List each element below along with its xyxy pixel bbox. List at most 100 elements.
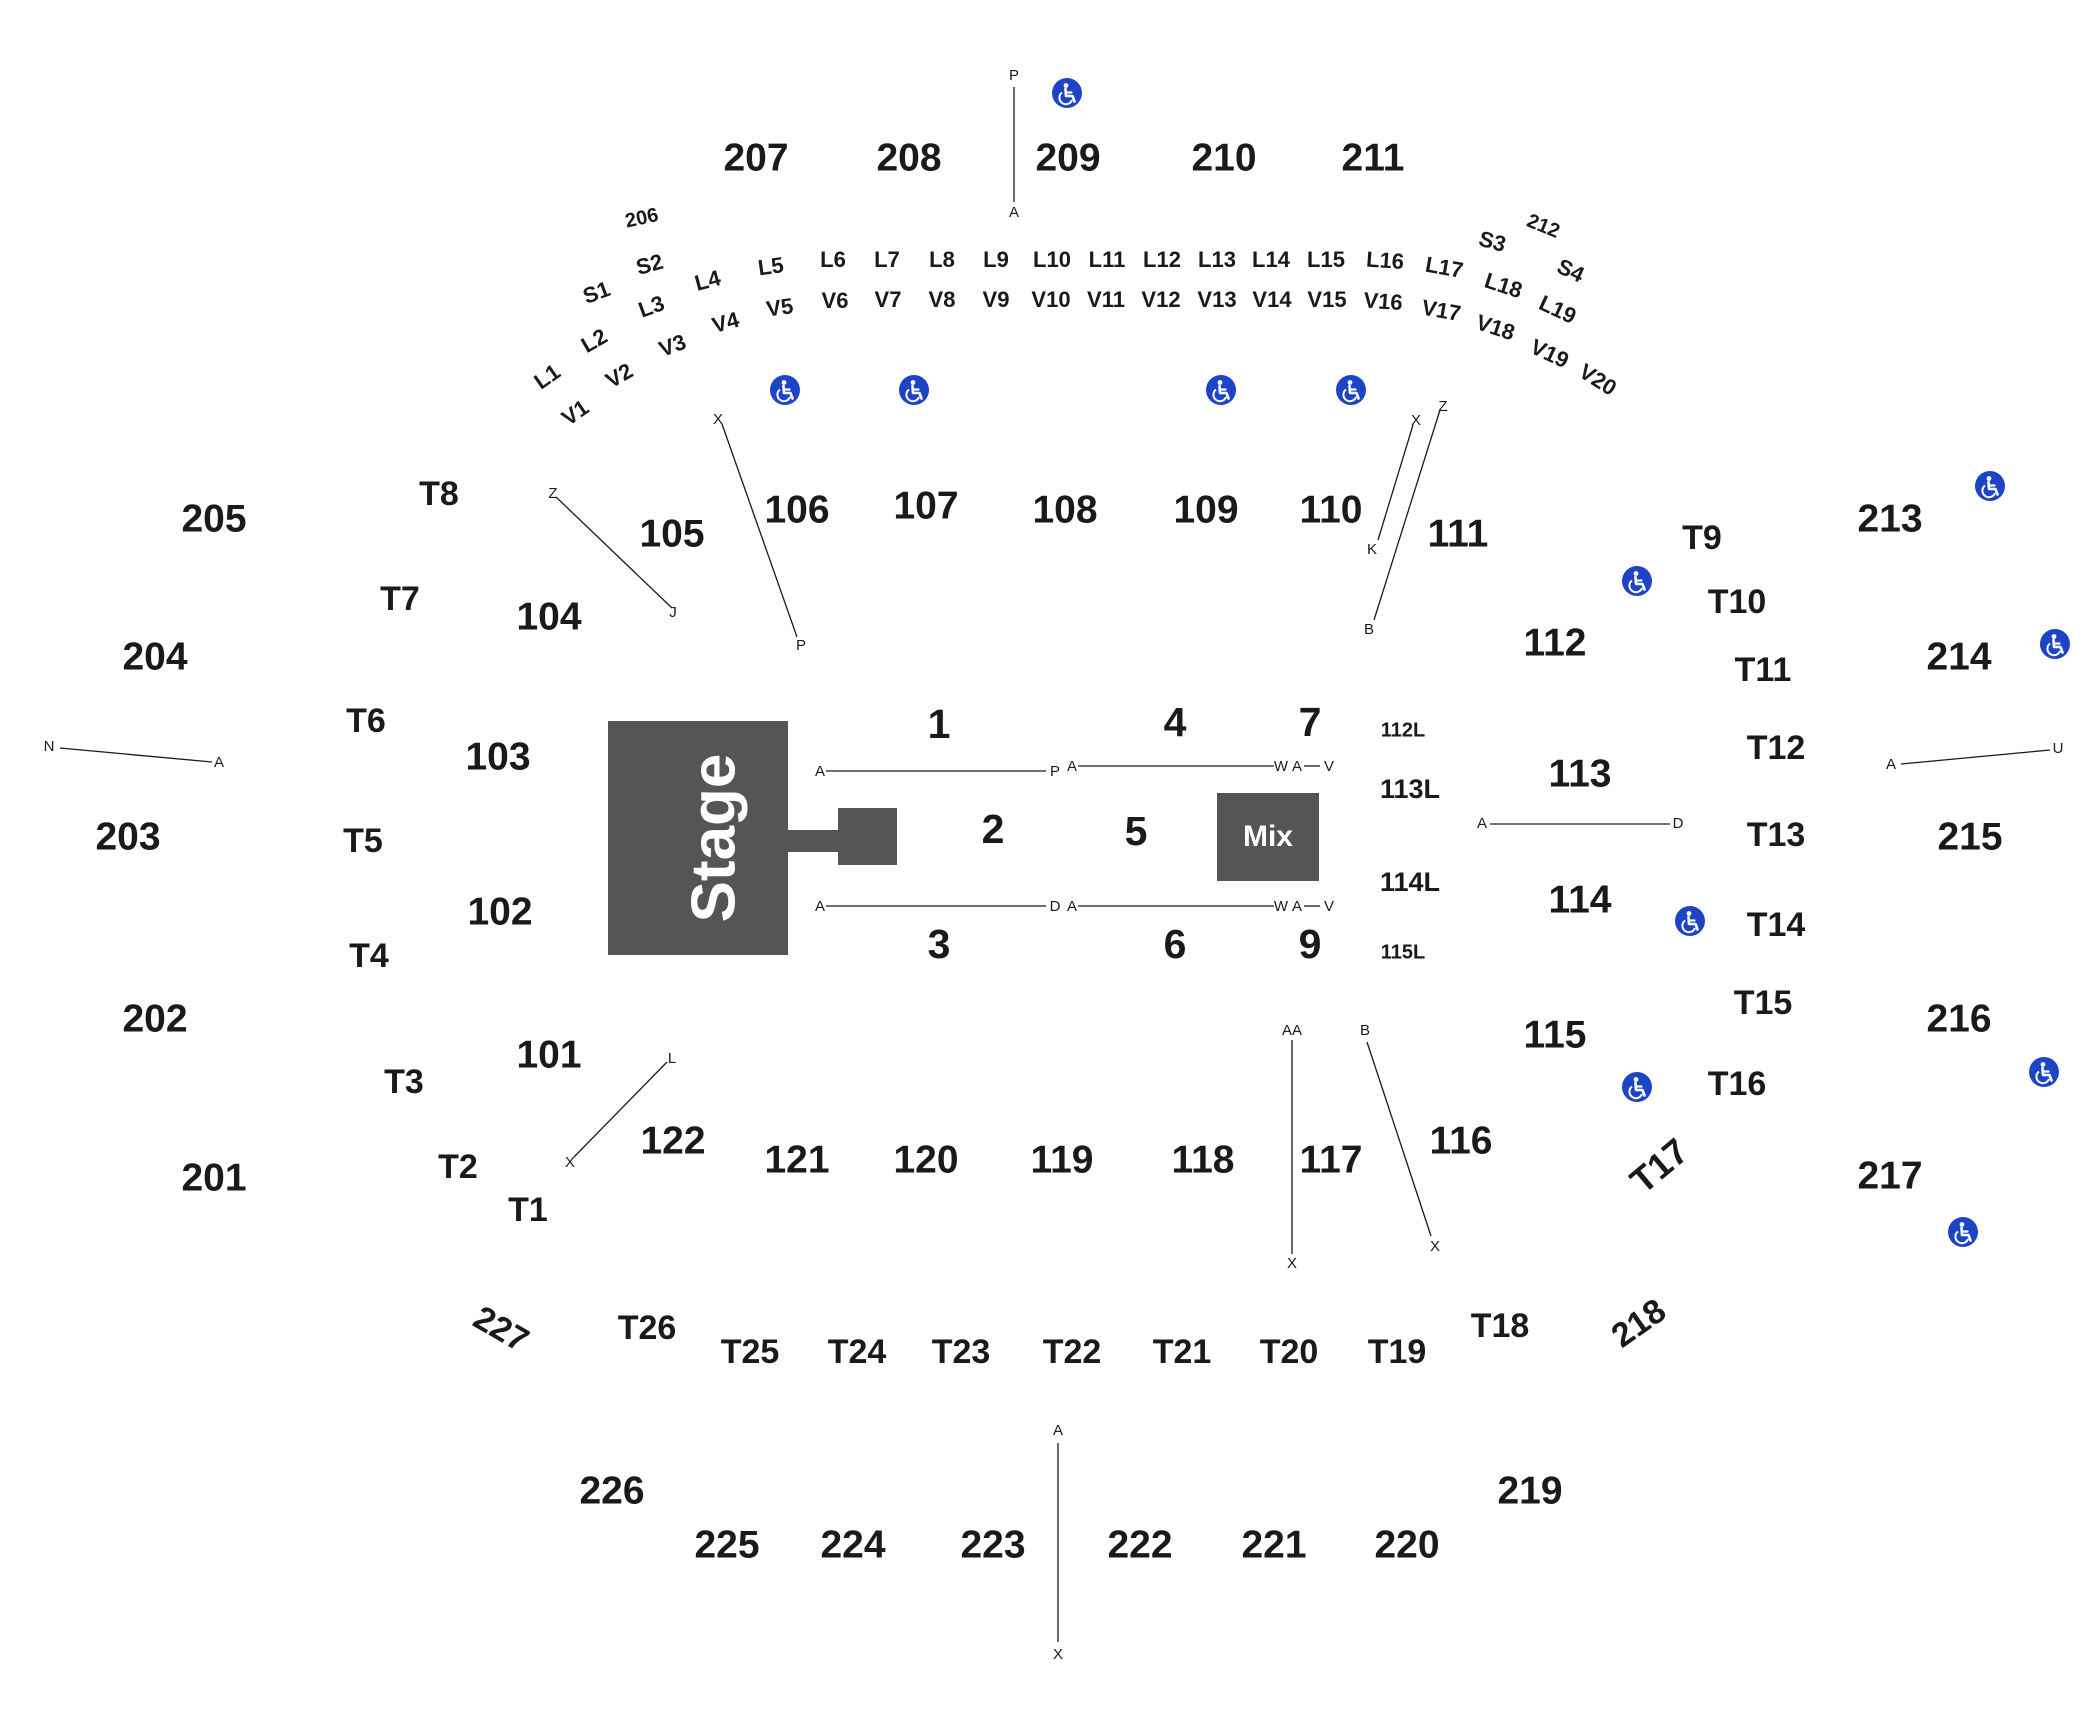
section-label[interactable]: 204 <box>122 635 187 678</box>
box-label[interactable]: V19 <box>1527 334 1573 373</box>
box-label[interactable]: L6 <box>820 247 846 272</box>
box-label[interactable]: L18 <box>1482 268 1526 303</box>
box-label[interactable]: L2 <box>577 323 612 357</box>
box-label[interactable]: L8 <box>929 247 955 272</box>
tier-section-label[interactable]: T23 <box>932 1333 991 1371</box>
box-label[interactable]: V18 <box>1473 309 1518 345</box>
section-label[interactable]: 224 <box>820 1523 885 1566</box>
section-label[interactable]: 116 <box>1430 1119 1493 1162</box>
section-label[interactable]: 120 <box>893 1138 958 1181</box>
box-label[interactable]: V8 <box>929 287 956 312</box>
box-label[interactable]: S3 <box>1476 226 1508 257</box>
section-label[interactable]: 122 <box>640 1119 705 1162</box>
box-label[interactable]: S1 <box>579 276 613 309</box>
box-label[interactable]: V1 <box>557 395 593 431</box>
tier-section-label[interactable]: T15 <box>1734 984 1793 1022</box>
section-label[interactable]: 119 <box>1031 1138 1094 1181</box>
floor-section-label[interactable]: 5 <box>1125 808 1148 854</box>
box-label[interactable]: S4 <box>1553 253 1589 287</box>
tier-section-label[interactable]: T7 <box>380 580 420 618</box>
box-label[interactable]: V11 <box>1087 287 1125 312</box>
tier-section-label[interactable]: T18 <box>1471 1307 1530 1345</box>
box-label[interactable]: V6 <box>822 288 849 313</box>
tier-section-label[interactable]: T2 <box>438 1148 478 1186</box>
box-label[interactable]: V9 <box>983 287 1010 312</box>
section-label[interactable]: 226 <box>579 1469 644 1512</box>
box-label[interactable]: L4 <box>692 265 724 296</box>
section-label[interactable]: 210 <box>1191 136 1256 179</box>
tier-section-label[interactable]: T16 <box>1708 1065 1767 1103</box>
tier-section-label[interactable]: T17 <box>1622 1130 1696 1201</box>
section-label[interactable]: 117 <box>1300 1138 1363 1181</box>
section-label[interactable]: 109 <box>1173 488 1238 531</box>
section-label[interactable]: 222 <box>1107 1523 1172 1566</box>
box-label[interactable]: V14 <box>1252 287 1292 312</box>
section-label[interactable]: 205 <box>181 497 246 540</box>
section-label[interactable]: 215 <box>1937 815 2002 858</box>
box-label[interactable]: L16 <box>1365 247 1405 275</box>
tier-section-label[interactable]: T1 <box>508 1191 548 1229</box>
section-label[interactable]: 110 <box>1300 488 1363 531</box>
tier-section-label[interactable]: T6 <box>346 702 386 740</box>
section-label[interactable]: 114 <box>1549 878 1612 921</box>
box-label[interactable]: L9 <box>983 247 1009 272</box>
section-label[interactable]: 208 <box>876 136 941 179</box>
tier-section-label[interactable]: T19 <box>1368 1333 1427 1371</box>
section-label[interactable]: 227 <box>467 1299 535 1360</box>
box-label[interactable]: V12 <box>1141 287 1180 312</box>
section-label[interactable]: 212 <box>1524 210 1563 243</box>
section-label[interactable]: 223 <box>960 1523 1025 1566</box>
tier-section-label[interactable]: T9 <box>1682 519 1722 557</box>
box-label[interactable]: V13 <box>1197 287 1236 312</box>
section-label[interactable]: 108 <box>1032 488 1097 531</box>
section-label[interactable]: 113 <box>1549 752 1612 795</box>
section-label[interactable]: 201 <box>181 1156 246 1199</box>
section-label[interactable]: 206 <box>623 204 660 232</box>
box-label[interactable]: V17 <box>1420 295 1463 326</box>
floor-section-label[interactable]: 6 <box>1164 921 1187 967</box>
section-label[interactable]: 121 <box>764 1138 829 1181</box>
tier-section-label[interactable]: T10 <box>1708 583 1767 621</box>
floor-section-label[interactable]: 4 <box>1164 699 1187 745</box>
box-label[interactable]: V20 <box>1575 359 1621 401</box>
section-label[interactable]: 115 <box>1524 1013 1587 1056</box>
tier-section-label[interactable]: T25 <box>721 1333 780 1371</box>
section-label[interactable]: 202 <box>122 997 187 1040</box>
floor-section-label[interactable]: 113L <box>1380 774 1440 804</box>
floor-section-label[interactable]: 115L <box>1381 941 1425 963</box>
floor-section-label[interactable]: 2 <box>982 806 1005 852</box>
tier-section-label[interactable]: T8 <box>419 475 459 513</box>
tier-section-label[interactable]: T22 <box>1043 1333 1102 1371</box>
section-label[interactable]: 203 <box>95 815 160 858</box>
box-label[interactable]: L10 <box>1033 247 1071 272</box>
tier-section-label[interactable]: T3 <box>384 1063 424 1101</box>
box-label[interactable]: L15 <box>1307 247 1345 272</box>
floor-section-label[interactable]: 3 <box>928 921 951 967</box>
section-label[interactable]: 218 <box>1605 1292 1673 1356</box>
tier-section-label[interactable]: T14 <box>1747 906 1806 944</box>
box-label[interactable]: V3 <box>655 329 689 362</box>
box-label[interactable]: L19 <box>1535 290 1580 329</box>
box-label[interactable]: V15 <box>1307 287 1346 312</box>
section-label[interactable]: 105 <box>639 512 704 555</box>
section-label[interactable]: 225 <box>694 1523 759 1566</box>
section-label[interactable]: 211 <box>1342 136 1405 179</box>
tier-section-label[interactable]: T5 <box>343 822 383 860</box>
tier-section-label[interactable]: T11 <box>1735 651 1792 689</box>
floor-section-label[interactable]: 9 <box>1299 921 1322 967</box>
tier-section-label[interactable]: T21 <box>1153 1333 1212 1371</box>
section-label[interactable]: 213 <box>1857 497 1922 540</box>
section-label[interactable]: 219 <box>1497 1469 1562 1512</box>
section-label[interactable]: 106 <box>764 488 829 531</box>
box-label[interactable]: L11 <box>1089 247 1126 272</box>
section-label[interactable]: 217 <box>1857 1154 1922 1197</box>
box-label[interactable]: S2 <box>633 249 665 280</box>
section-label[interactable]: 112 <box>1524 621 1587 664</box>
tier-section-label[interactable]: T26 <box>618 1309 677 1347</box>
section-label[interactable]: 107 <box>893 484 958 527</box>
section-label[interactable]: 101 <box>516 1033 581 1076</box>
section-label[interactable]: 214 <box>1926 635 1991 678</box>
box-label[interactable]: L3 <box>635 290 668 322</box>
section-label[interactable]: 216 <box>1926 997 1991 1040</box>
tier-section-label[interactable]: T4 <box>349 937 389 975</box>
